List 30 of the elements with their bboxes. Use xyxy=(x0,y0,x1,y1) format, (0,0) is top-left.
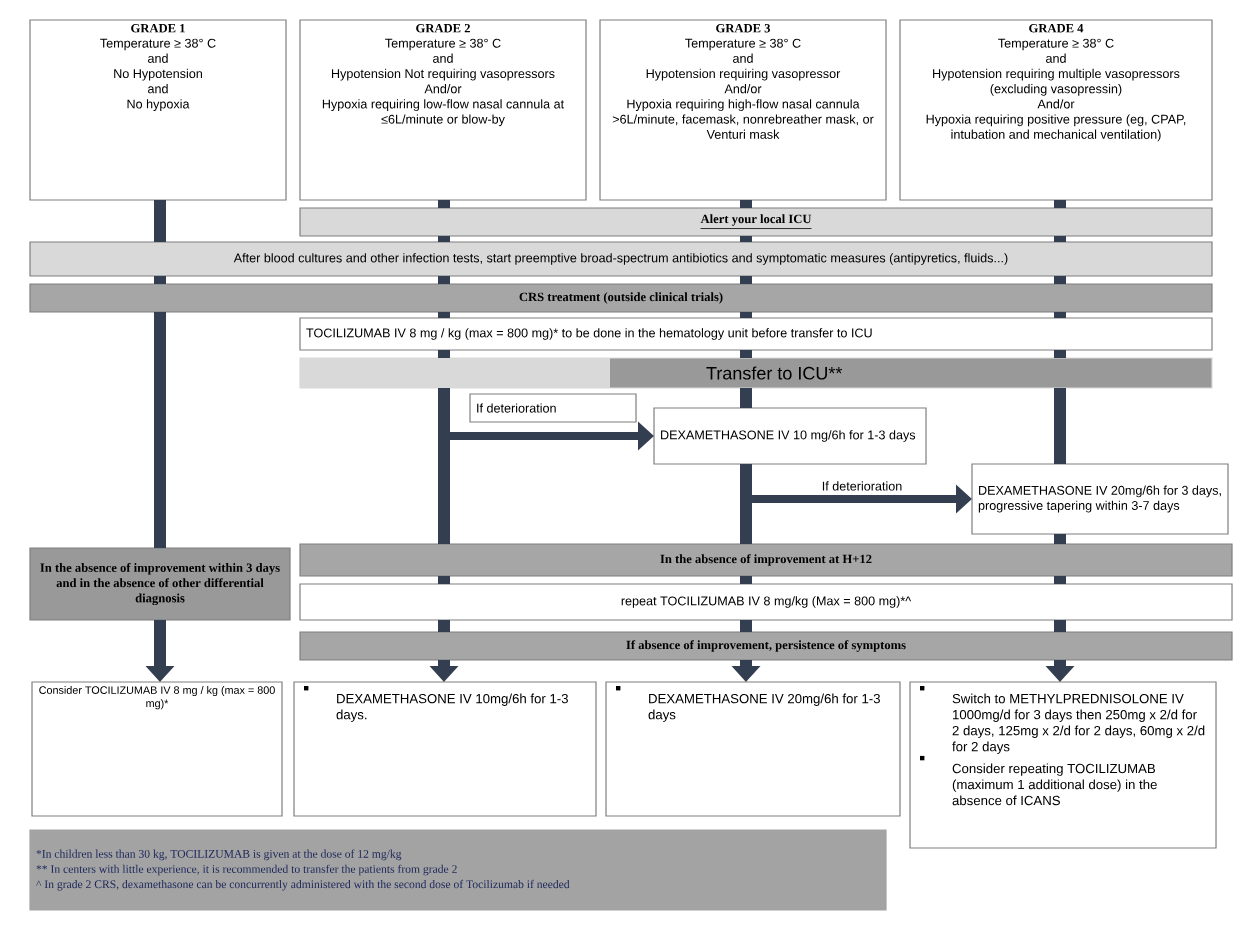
connector-bar xyxy=(1054,534,1066,544)
connector-bar xyxy=(438,236,450,242)
connector-bar xyxy=(1054,312,1066,318)
connector-bar xyxy=(1054,620,1066,632)
connector-bar xyxy=(438,276,450,284)
connector-bar xyxy=(740,620,752,632)
connector-bar xyxy=(438,620,450,632)
connector-bar xyxy=(740,576,752,584)
connector-bar xyxy=(1054,200,1066,208)
connector-bar xyxy=(438,200,450,208)
connector-bar xyxy=(1054,236,1066,242)
connector-bar xyxy=(740,200,752,208)
connector-bar xyxy=(740,350,752,358)
connector-bar xyxy=(1054,576,1066,584)
transfer-banner: Transfer to ICU** xyxy=(299,357,1213,389)
connector-bar xyxy=(740,312,752,318)
connector-bar xyxy=(438,350,450,358)
connector-bar xyxy=(154,312,166,548)
connector-bar xyxy=(740,464,752,544)
connector-bar xyxy=(740,236,752,242)
connector-bar xyxy=(1054,388,1066,464)
connector-bar xyxy=(154,200,166,242)
connector-bar xyxy=(1054,350,1066,358)
connector-bar xyxy=(740,276,752,284)
connector-bar xyxy=(438,312,450,318)
connector-bar xyxy=(740,388,752,408)
connector-bar xyxy=(438,576,450,584)
connector-bar xyxy=(1054,276,1066,284)
connector-bar xyxy=(438,388,450,544)
connector-bar xyxy=(154,276,166,284)
